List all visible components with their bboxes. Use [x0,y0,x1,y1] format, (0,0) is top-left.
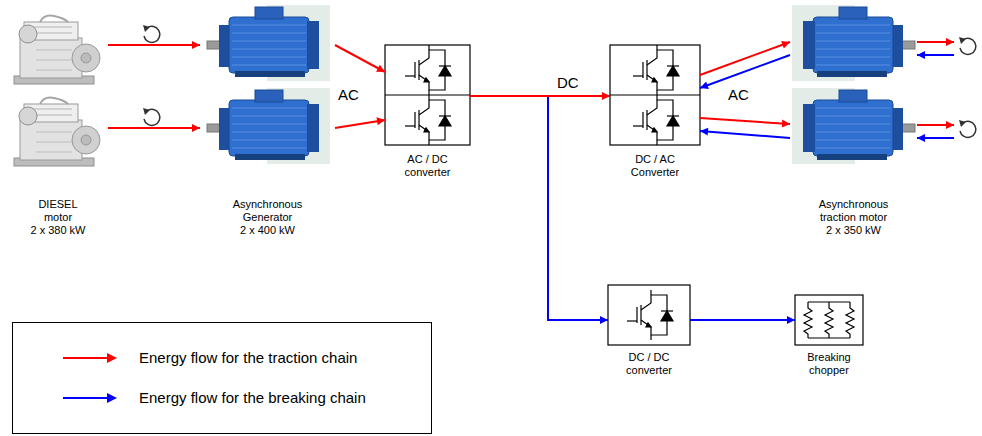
component-label: Asynchronous Generator [228,198,308,224]
component-group [790,5,917,198]
component-label: AC / DC converter [400,153,456,179]
shaft-arrow [917,124,954,126]
legend-text: Energy flow for the breaking chain [139,389,366,407]
component-group: Breaking chopper [795,295,863,377]
shaft-arrow [917,41,954,43]
component-group [795,295,863,351]
rotation-symbol [143,25,160,42]
converter-box [385,45,470,145]
traction-motor-icon [792,88,915,164]
rotation-symbol [143,108,160,125]
converter-box [385,94,470,95]
energy-flow-arrow [700,42,790,75]
legend-arrow-sample [107,393,117,403]
component-group [608,285,690,351]
converter-box [405,45,451,95]
component-label: Breaking chopper [799,351,859,377]
energy-flow-arrow [700,131,790,138]
resistor-bank [795,295,863,345]
converter-box [627,290,673,340]
legend-row: Energy flow for the traction chain [13,349,431,367]
converter-box [610,94,700,95]
component-label: DC / DC converter [621,351,677,377]
energy-flow-arrow [108,44,200,46]
generator-icon [207,5,330,81]
converter-box [385,45,470,145]
component-group: DC / DC converter [608,285,690,377]
energy-flow-arrow [700,55,790,88]
diesel-engine-icon [14,98,100,166]
bus-type-label: AC [728,86,749,104]
energy-flow-arrow [108,127,200,129]
component-group: Asynchronous traction motor2 x 350 kW [790,5,917,237]
component-group: Asynchronous Generator2 x 400 kW [200,5,335,237]
converter-box [633,95,679,145]
shaft-arrow [917,54,954,56]
component-label: DIESEL motor [27,198,89,224]
component-group: DC / AC Converter [610,45,700,179]
shaft-arrow [917,42,954,138]
legend-arrow-sample [107,353,117,363]
component-group [8,5,108,198]
energy-flow-arrow [335,120,385,128]
rotation-symbol [959,120,976,137]
shaft-arrow [917,137,954,139]
energy-flow-arrow [700,118,790,124]
component-label: 2 x 350 kW [811,224,897,237]
component-group [200,5,335,198]
energy-flow-arrow [690,319,795,321]
component-label: DC / AC Converter [625,153,685,179]
bus-type-label: AC [338,86,359,104]
legend-row: Energy flow for the breaking chain [13,389,431,407]
legend-arrow-sample [61,389,121,407]
resistor-bank [804,302,812,338]
component-group [385,45,470,153]
converter-box [405,95,451,145]
converter-box [610,45,700,145]
legend-arrow-sample [63,357,109,359]
traction-motor-icon [792,5,915,81]
energy-flow-arrow [548,96,610,320]
legend-arrow-sample [63,397,109,399]
converter-box [633,45,679,95]
bus-type-label: DC [557,74,579,92]
legend-arrow-sample [61,349,121,367]
energy-flow-arrow [470,95,610,97]
component-label: 2 x 380 kW [27,224,89,237]
component-group [610,45,700,153]
converter-box [610,45,700,145]
component-label: Asynchronous traction motor [811,198,897,224]
converter-box [608,285,690,345]
resistor-bank [846,302,854,338]
resistor-bank [795,295,863,345]
component-group: DIESEL motor2 x 380 kW [8,5,108,237]
energy-flow-arrow [335,45,385,72]
diesel-engine-icon [14,16,100,84]
rotation-symbol [959,37,976,54]
converter-box [608,285,690,345]
legend-text: Energy flow for the traction chain [139,349,357,367]
resistor-bank [825,302,833,338]
component-group: AC / DC converter [385,45,470,179]
generator-icon [207,88,330,164]
component-label: 2 x 400 kW [228,224,308,237]
legend-box: Energy flow for the traction chainEnergy… [12,322,432,434]
